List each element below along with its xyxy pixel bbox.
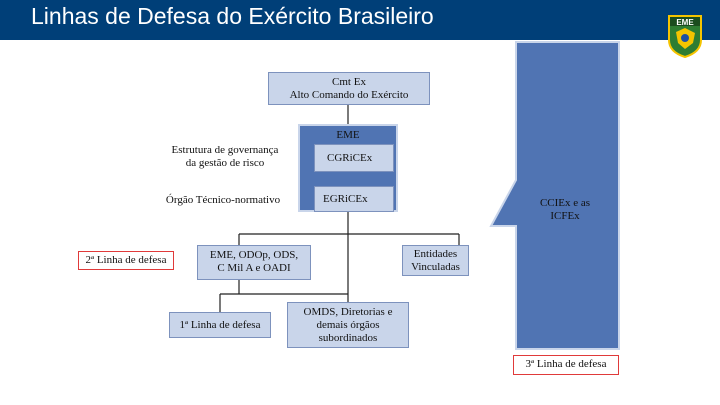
page-title: Linhas de Defesa do Exército Brasileiro	[31, 3, 434, 29]
cgricex-box: CGRiCEx	[314, 144, 394, 172]
entidades-box: Entidades Vinculadas	[402, 245, 469, 276]
linha2-box: 2ª Linha de defesa	[78, 251, 174, 270]
ccie-arrow-shape	[489, 41, 620, 350]
tecnico-label: Órgão Técnico-normativo	[165, 194, 281, 206]
omds-box: OMDS, Diretorias e demais órgãos subordi…	[287, 302, 409, 348]
governance-label: Estrutura de governança da gestão de ris…	[171, 144, 279, 169]
egricex-box: EGRiCEx	[314, 186, 394, 212]
egricex-label: EGRiCEx	[323, 193, 368, 205]
cmt-ex-line2: Alto Comando do Exército	[289, 89, 409, 101]
linha3-box: 3ª Linha de defesa	[513, 355, 619, 375]
badge-text: EME	[676, 18, 694, 27]
linha1-box: 1ª Linha de defesa	[169, 312, 271, 338]
eme-badge-icon: EME	[668, 15, 702, 58]
eme-title: EME	[336, 129, 360, 141]
eme-odop-box: EME, ODOp, ODS, C Mil A e OADI	[197, 245, 311, 280]
title-bar: Linhas de Defesa do Exército Brasileiro …	[0, 0, 720, 58]
cmt-ex-line1: Cmt Ex	[332, 76, 366, 88]
cmt-ex-box: Cmt Ex Alto Comando do Exército	[268, 72, 430, 105]
ccie-label: CCIEx e as ICFEx	[539, 197, 591, 222]
cgricex-label: CGRiCEx	[327, 152, 373, 164]
